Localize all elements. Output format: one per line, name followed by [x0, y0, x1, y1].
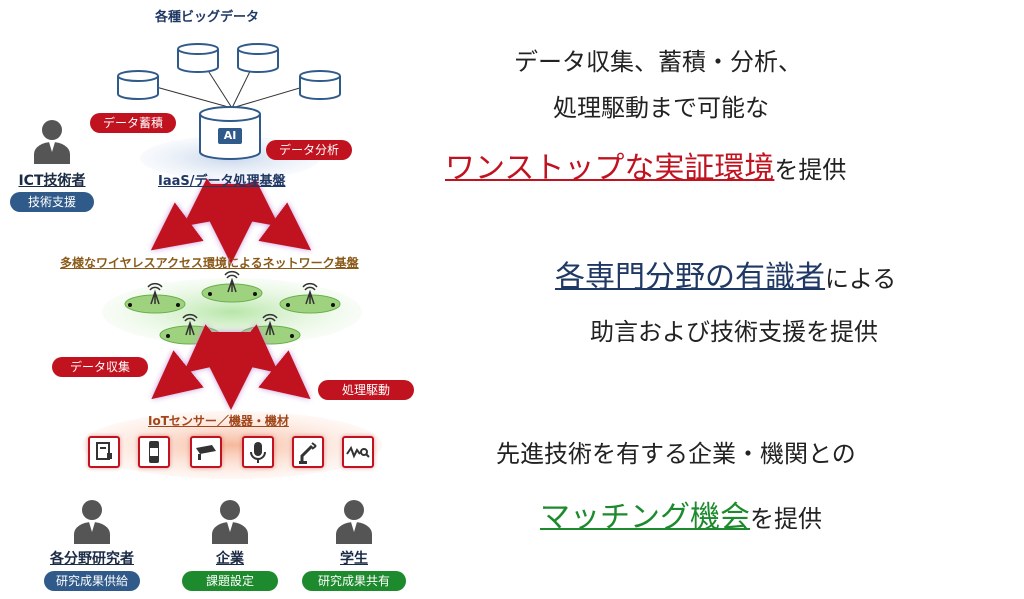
tag-data-storage: データ蓄積	[90, 113, 176, 133]
company-role: 課題設定	[182, 571, 278, 591]
lower-arrows	[151, 324, 311, 410]
student-person-icon	[336, 500, 372, 544]
tag-process-drive: 処理駆動	[318, 380, 414, 400]
right-line-2: 処理駆動まで可能な	[553, 94, 769, 122]
watch-device-icon	[138, 436, 170, 468]
upper-arrows	[150, 178, 312, 264]
matching-highlight: マッチング機会	[540, 500, 750, 535]
database-icons	[117, 43, 341, 100]
tag-data-collection: データ収集	[52, 357, 148, 377]
right-line-7: マッチング機会を提供	[540, 492, 822, 536]
right-line-4-rest: による	[825, 265, 897, 293]
experts-highlight: 各専門分野の有識者	[555, 260, 825, 295]
right-line-3-rest: を提供	[774, 156, 847, 184]
iaas-label: IaaS/データ処理基盤	[158, 174, 286, 189]
microphone-device-icon	[242, 436, 274, 468]
ict-engineer-name: ICT技術者	[18, 173, 86, 189]
sensor-wave-device-icon	[342, 436, 374, 468]
scanner-device-icon	[88, 436, 120, 468]
camera-device-icon	[190, 436, 222, 468]
researcher-person-icon	[74, 500, 110, 544]
researcher-role: 研究成果供給	[44, 571, 140, 591]
iot-label: IoTセンサー／機器・機材	[148, 414, 289, 428]
ict-engineer-person-icon	[34, 120, 70, 164]
company-person-icon	[212, 500, 248, 544]
right-line-1: データ収集、蓄積・分析、	[514, 48, 802, 76]
right-line-6: 先進技術を有する企業・機関との	[496, 440, 856, 468]
tag-data-analysis: データ分析	[266, 140, 352, 160]
ai-database-icon	[199, 106, 261, 160]
network-label: 多様なワイヤレスアクセス環境によるネットワーク基盤	[60, 256, 359, 270]
student-role: 研究成果共有	[302, 571, 406, 591]
company-name: 企業	[216, 551, 244, 567]
robot-arm-device-icon	[292, 436, 324, 468]
student-name: 学生	[340, 551, 368, 567]
big-data-title: 各種ビッグデータ	[155, 10, 260, 25]
ict-engineer-role: 技術支援	[10, 192, 94, 212]
ai-label: AI	[223, 129, 237, 142]
researcher-name: 各分野研究者	[50, 551, 134, 567]
right-line-7-rest: を提供	[750, 505, 822, 533]
one-stop-highlight: ワンストップな実証環境	[445, 151, 775, 186]
right-line-3: ワンストップな実証環境を提供	[445, 143, 846, 187]
right-line-5: 助言および技術支援を提供	[590, 318, 878, 346]
right-line-4: 各専門分野の有識者による	[555, 252, 896, 296]
